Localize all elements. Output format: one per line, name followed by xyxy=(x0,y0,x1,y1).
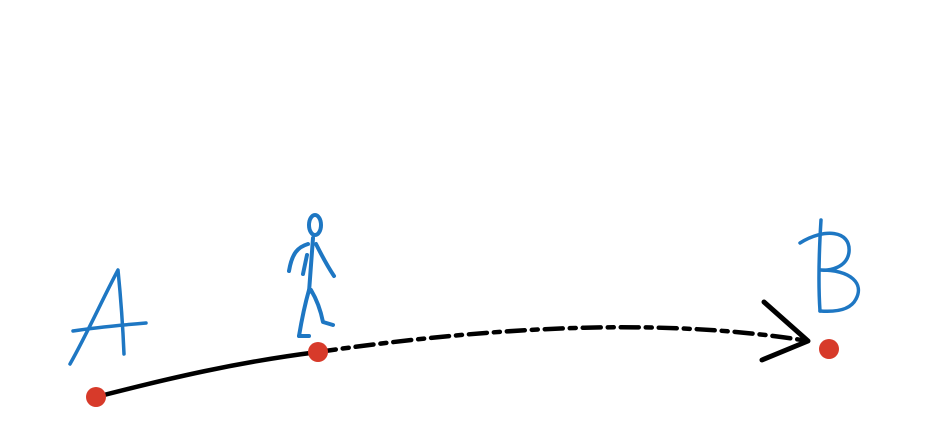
label-b-drawing xyxy=(798,218,861,314)
traveled-path xyxy=(93,349,321,400)
current-point xyxy=(308,342,328,362)
point-b xyxy=(819,339,839,359)
remaining-path xyxy=(315,325,811,355)
label-b: B xyxy=(812,305,813,307)
arrow-head xyxy=(759,299,811,363)
label-a-drawing xyxy=(68,268,148,366)
walking-person-icon xyxy=(287,213,336,338)
point-a xyxy=(86,387,106,407)
